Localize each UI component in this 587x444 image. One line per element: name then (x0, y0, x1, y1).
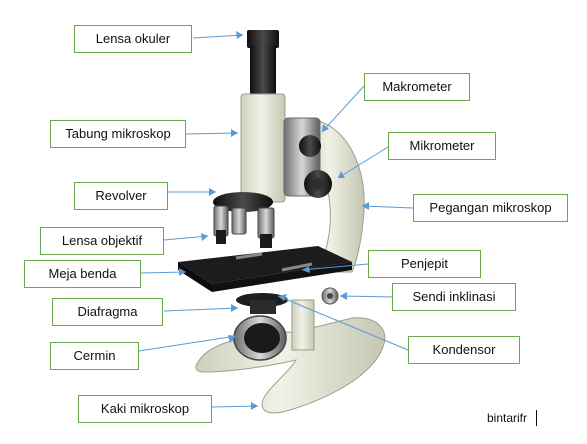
leader-penjepit (301, 263, 369, 271)
label-pegangan-mikroskop: Pegangan mikroskop (413, 194, 568, 222)
stage-side-front (212, 262, 352, 292)
leader-kondensor (277, 295, 409, 351)
objective-lens-3-tip (260, 234, 272, 248)
label-lensa-objektif: Lensa objektif (40, 227, 164, 255)
leader-kaki (211, 405, 259, 408)
leader-lines (138, 34, 414, 408)
leader-pegangan (361, 205, 414, 209)
arrow-kondensor (278, 294, 287, 301)
arrow-tabung (231, 129, 238, 137)
leader-diafragma (163, 307, 239, 312)
text-cursor (536, 410, 537, 426)
leader-cermin (138, 335, 237, 352)
arrow-revolver (209, 188, 216, 196)
label-cermin: Cermin (50, 342, 139, 370)
macrometer-knob (299, 135, 321, 157)
label-meja-benda: Meja benda (24, 260, 141, 288)
pillar (291, 299, 315, 351)
stage-top (178, 246, 352, 284)
label-mikrometer: Mikrometer (388, 132, 496, 160)
arrow-diafragma (231, 304, 238, 312)
credit-text: bintarifr (487, 411, 528, 425)
mirror-glass (244, 323, 280, 353)
base-foot (195, 317, 386, 414)
stage-side-left (178, 262, 212, 292)
arrow-penjepit (302, 266, 310, 273)
label-penjepit: Penjepit (368, 250, 481, 278)
leader-objektif (163, 235, 209, 241)
leader-makrometer (321, 85, 365, 133)
label-makrometer: Makrometer (364, 73, 470, 101)
label-kondensor: Kondensor (408, 336, 520, 364)
condenser (250, 300, 276, 314)
arrow-cermin (228, 335, 236, 343)
micrometer-knob-center (312, 178, 324, 190)
label-tabung-mikroskop: Tabung mikroskop (50, 120, 186, 148)
eyepiece-top (247, 30, 279, 48)
label-kaki-mikroskop: Kaki mikroskop (78, 395, 212, 423)
leader-lensa-okuler (192, 34, 244, 39)
arrow-sendi (340, 292, 347, 300)
objective-lens-3 (257, 207, 275, 239)
arrow-mikrometer (338, 171, 345, 178)
arrow-pegangan (362, 202, 369, 210)
arrow-lensa-okuler (236, 31, 243, 39)
tube (240, 93, 286, 203)
leader-meja (140, 271, 187, 274)
label-lensa-okuler: Lensa okuler (74, 25, 192, 53)
stage-clip-left (235, 252, 263, 260)
arrow-objektif (201, 233, 208, 241)
inclination-joint-center (327, 293, 333, 299)
leader-sendi (339, 295, 393, 298)
leader-mikrometer (337, 146, 389, 179)
eyepiece-barrel (250, 46, 276, 96)
arrow-makrometer (322, 124, 329, 132)
objective-lens-2 (231, 207, 247, 235)
arrow-kaki (251, 402, 258, 410)
arrow-meja (179, 268, 186, 276)
leader-tabung (185, 132, 239, 135)
objective-lens-1-tip (216, 230, 226, 244)
stage-clip-right (281, 262, 313, 272)
label-revolver: Revolver (74, 182, 168, 210)
label-diafragma: Diafragma (52, 298, 163, 326)
arrow-heads (179, 31, 369, 410)
label-sendi-inklinasi: Sendi inklinasi (392, 283, 516, 311)
